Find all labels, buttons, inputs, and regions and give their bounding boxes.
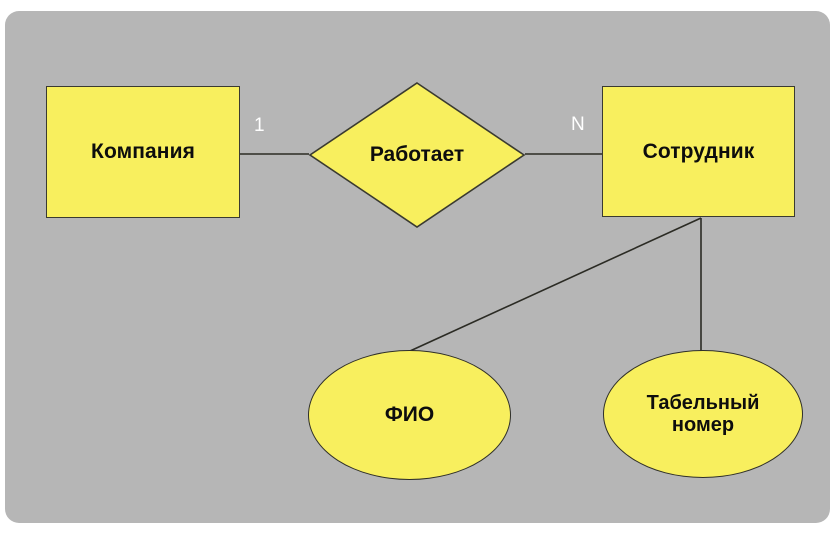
relationship-works-label: Работает [369, 143, 465, 166]
attribute-badge[interactable]: Табельный номер [603, 350, 803, 478]
entity-employee[interactable]: Сотрудник [602, 86, 795, 217]
cardinality-label-one: 1 [254, 115, 265, 136]
entity-company[interactable]: Компания [46, 86, 240, 218]
cardinality-label-many: N [571, 114, 585, 135]
attribute-fullname[interactable]: ФИО [308, 350, 511, 480]
relationship-works[interactable]: Работает [308, 81, 526, 229]
diamond-shape [308, 82, 526, 228]
attribute-badge-line1: Табельный [646, 391, 760, 414]
attribute-badge-line2: номер [671, 414, 735, 436]
